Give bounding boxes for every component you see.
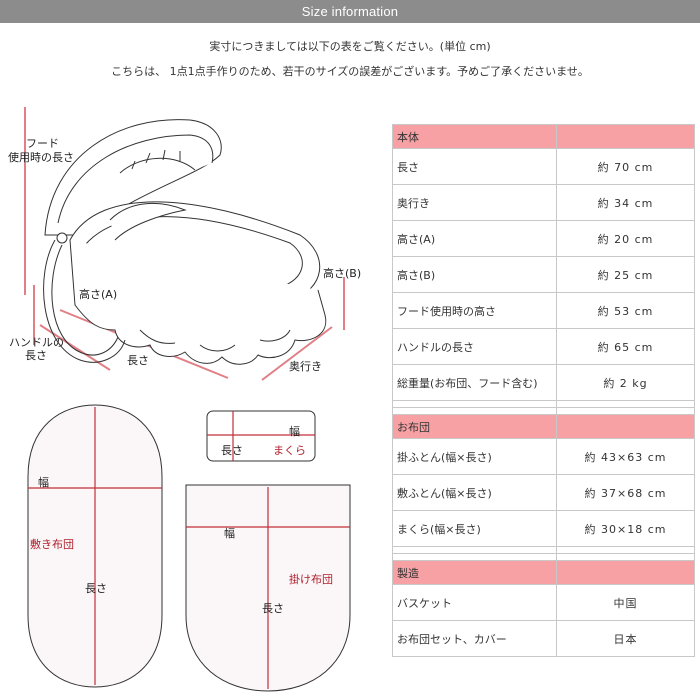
label-length: 長さ [127, 354, 149, 367]
label-mattress-name: 敷き布団 [30, 538, 74, 551]
row-value: 中国 [556, 584, 695, 621]
measure-lines [24, 107, 345, 381]
basket-outline [43, 119, 327, 365]
row-label: 掛ふとん(幅×長さ) [392, 438, 557, 475]
section-row: お布団 [392, 414, 695, 439]
label-handle-2: 長さ [25, 349, 47, 362]
row-value: 約 30×18 cm [556, 510, 695, 547]
table-row: まくら(幅×長さ)約 30×18 cm [392, 510, 695, 547]
row-label: お布団セット、カバー [392, 620, 557, 657]
row-label: 敷ふとん(幅×長さ) [392, 474, 557, 511]
label-hood-2: 使用時の長さ [8, 151, 74, 164]
table-row: 高さ(A)約 20 cm [392, 220, 695, 257]
label-hood-1: フード [26, 137, 59, 150]
row-label: バスケット [392, 584, 557, 621]
table-row: 長さ約 70 cm [392, 148, 695, 185]
label-height-b: 高さ(B) [323, 267, 362, 280]
section-title: お布団 [392, 414, 557, 439]
row-label: 高さ(B) [392, 256, 557, 293]
row-value: 約 65 cm [556, 328, 695, 365]
label-pillow-length: 長さ [221, 444, 243, 457]
spacer-row [392, 546, 695, 554]
table-row: お布団セット、カバー日本 [392, 620, 695, 657]
label-pillow-width: 幅 [289, 425, 300, 438]
row-value: 約 37×68 cm [556, 474, 695, 511]
row-label: フード使用時の高さ [392, 292, 557, 329]
row-label: まくら(幅×長さ) [392, 510, 557, 547]
header-title: Size information [301, 4, 399, 19]
size-diagram: フード 使用時の長さ 高さ(A) 高さ(B) ハンドルの 長さ 長さ 奥行き 幅… [0, 95, 385, 700]
spacer-row [392, 553, 695, 561]
table-row: バスケット中国 [392, 584, 695, 621]
row-label: 高さ(A) [392, 220, 557, 257]
row-label: 奥行き [392, 184, 557, 221]
row-value: 約 34 cm [556, 184, 695, 221]
row-label: 総重量(お布団、フード含む) [392, 364, 557, 401]
pillow-outline [206, 410, 316, 462]
row-value: 約 70 cm [556, 148, 695, 185]
row-label: ハンドルの長さ [392, 328, 557, 365]
spacer-row [392, 407, 695, 415]
header-bar: Size information [0, 0, 700, 23]
diagram-drawing [24, 107, 351, 692]
row-value: 約 53 cm [556, 292, 695, 329]
table-row: 掛ふとん(幅×長さ)約 43×63 cm [392, 438, 695, 475]
table-row: 総重量(お布団、フード含む)約 2 kg [392, 364, 695, 401]
label-quilt-width: 幅 [224, 527, 235, 540]
spacer-row [392, 400, 695, 408]
label-quilt-name: 掛け布団 [289, 573, 333, 586]
table-row: フード使用時の高さ約 53 cm [392, 292, 695, 329]
table-row: 高さ(B)約 25 cm [392, 256, 695, 293]
label-depth: 奥行き [289, 360, 322, 373]
label-mattress-length: 長さ [85, 582, 107, 595]
row-value: 約 25 cm [556, 256, 695, 293]
section-row: 本体 [392, 124, 695, 149]
table-row: 奥行き約 34 cm [392, 184, 695, 221]
row-value: 約 43×63 cm [556, 438, 695, 475]
label-pillow-name: まくら [273, 444, 306, 457]
table-row: ハンドルの長さ約 65 cm [392, 328, 695, 365]
table-row: 敷ふとん(幅×長さ)約 37×68 cm [392, 474, 695, 511]
label-mattress-width: 幅 [38, 476, 49, 489]
label-height-a: 高さ(A) [79, 288, 118, 301]
section-title: 製造 [392, 560, 557, 585]
section-row: 製造 [392, 560, 695, 585]
intro-line-2: こちらは、 1点1点手作りのため、若干のサイズの誤差がございます。予めご了承くだ… [111, 65, 589, 78]
row-value: 約 20 cm [556, 220, 695, 257]
label-handle-1: ハンドルの [9, 336, 64, 349]
row-value: 日本 [556, 620, 695, 657]
intro-line-1: 実寸につきましては以下の表をご覧ください。(単位 cm) [209, 40, 491, 53]
spec-table: 本体 長さ約 70 cm 奥行き約 34 cm 高さ(A)約 20 cm 高さ(… [392, 124, 695, 657]
row-label: 長さ [392, 148, 557, 185]
row-value: 約 2 kg [556, 364, 695, 401]
section-title: 本体 [392, 124, 557, 149]
label-quilt-length: 長さ [262, 602, 284, 615]
